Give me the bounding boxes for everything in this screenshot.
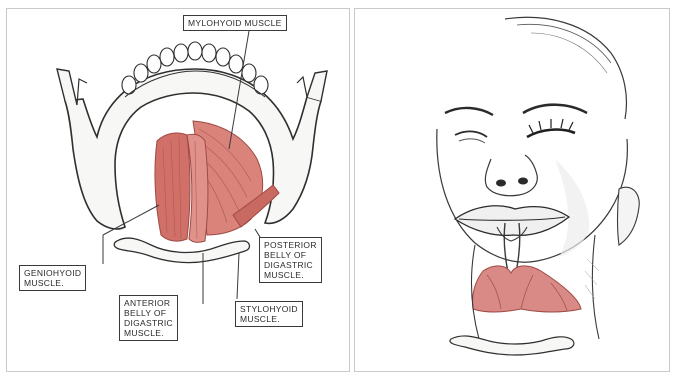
anterior-digastric-label: ANTERIOR BELLY OF DIGASTRIC MUSCLE. (119, 295, 178, 341)
mylohyoid-label: MYLOHYOID MUSCLE (183, 15, 287, 31)
anterior-label-line: DIGASTRIC (124, 318, 173, 328)
face-illustration (354, 8, 670, 372)
posterior-label-line: DIGASTRIC (264, 260, 317, 270)
anterior-label-line: MUSCLE. (124, 328, 173, 338)
ear (618, 187, 640, 245)
mylohyoid-label-text: MYLOHYOID MUSCLE (188, 18, 282, 28)
right-eyebrow (523, 105, 587, 113)
hair-outline (505, 17, 626, 119)
posterior-label-line: POSTERIOR (264, 240, 317, 250)
geniohyoid-label-line: GENIOHYOID (24, 268, 81, 278)
posterior-label-line: MUSCLE. (264, 270, 317, 280)
right-eye (527, 130, 575, 137)
left-eye (455, 131, 487, 137)
anterior-label-line: BELLY OF (124, 308, 173, 318)
hyoid-bone (114, 238, 249, 263)
posterior-label-line: BELLY OF (264, 250, 317, 260)
face-drawing (355, 9, 670, 372)
geniohyoid-label: GENIOHYOID MUSCLE. (19, 265, 86, 291)
stylohyoid-label-line: STYLOHYOID (240, 304, 298, 314)
nose (485, 155, 537, 196)
left-eyebrow (445, 108, 493, 115)
anterior-digastric-muscle (155, 133, 190, 241)
mandible-muscles-illustration: MYLOHYOID MUSCLE GENIOHYOID MUSCLE. POST… (6, 8, 350, 372)
stylohyoid-label: STYLOHYOID MUSCLE. (235, 301, 303, 327)
anterior-label-line: ANTERIOR (124, 298, 173, 308)
stylohyoid-label-line: MUSCLE. (240, 314, 298, 324)
geniohyoid-label-line: MUSCLE. (24, 278, 81, 288)
posterior-digastric-label: POSTERIOR BELLY OF DIGASTRIC MUSCLE. (259, 237, 322, 283)
hyoid-bone-front (450, 336, 574, 355)
face-outline (437, 129, 628, 262)
